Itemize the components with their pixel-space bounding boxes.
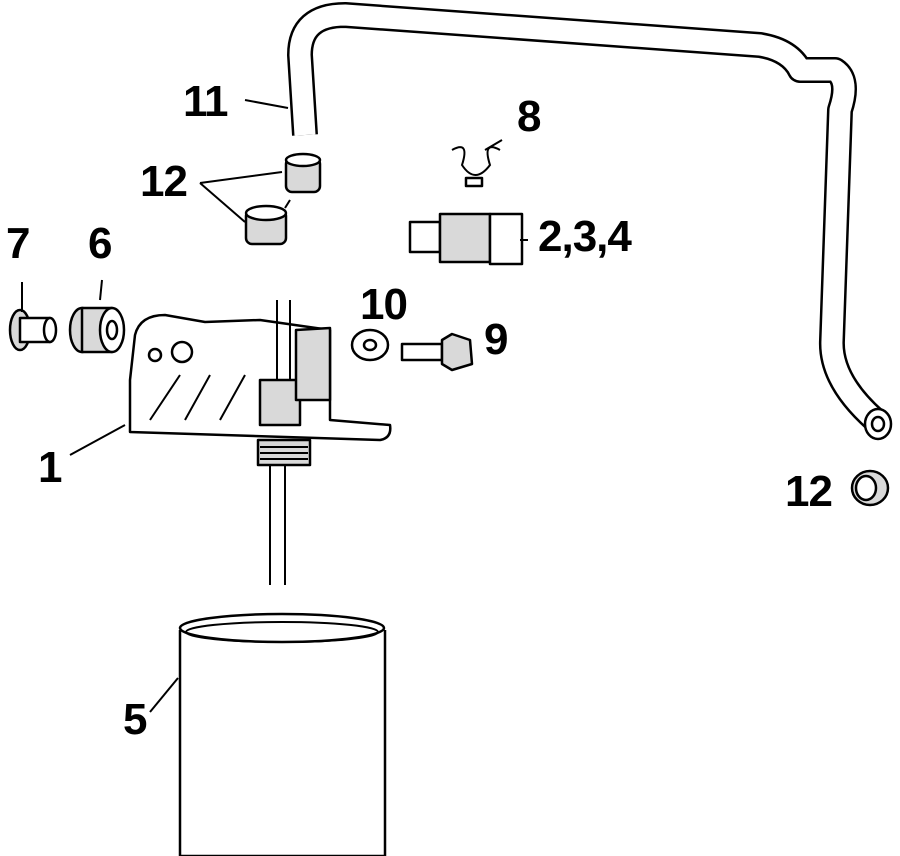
callout-5: 5 xyxy=(123,695,148,744)
callout-2-3-4: 2,3,4 xyxy=(538,212,632,261)
hose-part-11 xyxy=(287,2,893,441)
callout-12-lower: 12 xyxy=(785,467,833,516)
callout-10: 10 xyxy=(360,280,408,329)
callout-1: 1 xyxy=(38,443,63,492)
callout-9: 9 xyxy=(484,315,509,364)
sleeve-part-7 xyxy=(8,308,58,352)
hose-clamp-lower xyxy=(850,469,890,507)
wire-clip-part-8 xyxy=(451,146,501,188)
callout-8: 8 xyxy=(517,92,542,141)
callout-12-upper: 12 xyxy=(140,157,188,206)
hose-clamp-upper xyxy=(244,152,322,246)
callout-6: 6 xyxy=(88,219,113,268)
washer-part-10 xyxy=(350,328,390,362)
callout-11: 11 xyxy=(183,77,229,126)
leader-lines xyxy=(21,99,528,713)
connector-harness-part-234 xyxy=(278,212,524,331)
callout-7: 7 xyxy=(6,219,31,268)
grommet-part-6 xyxy=(68,306,126,354)
filter-element-part-5 xyxy=(178,612,387,856)
bolt-part-9 xyxy=(400,332,474,372)
filter-bracket-part-1 xyxy=(128,300,392,585)
